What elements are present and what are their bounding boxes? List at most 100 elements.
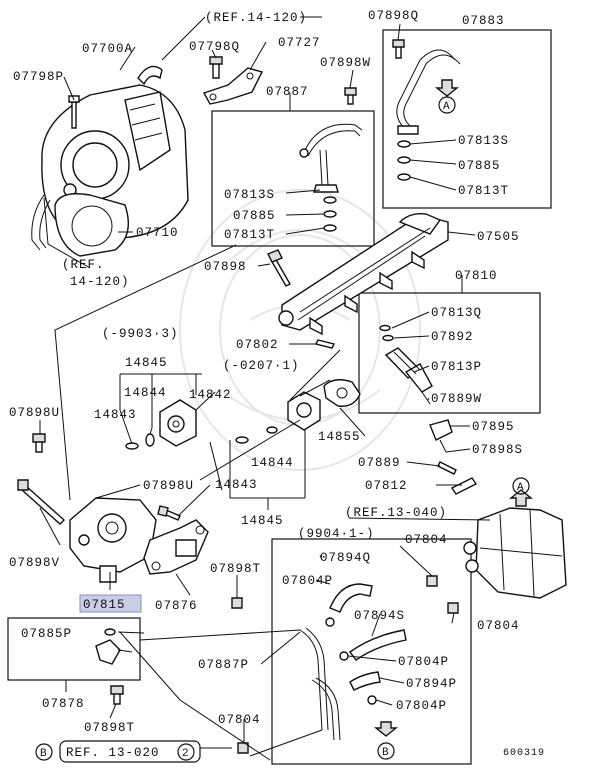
hose-07894S bbox=[349, 629, 407, 661]
hose-07700A bbox=[137, 65, 163, 86]
label-07804-c: 07804 bbox=[218, 713, 261, 727]
label-07887: 07887 bbox=[266, 85, 309, 99]
gasket-14855 bbox=[323, 379, 361, 407]
clamps-07804P bbox=[325, 617, 377, 705]
label-07815[interactable]: 07815 bbox=[83, 598, 126, 612]
fuel-pipe-07887 bbox=[299, 123, 363, 193]
label-14844-b: 14844 bbox=[251, 456, 294, 470]
label-range-9904: (9904·1-) bbox=[298, 527, 375, 541]
label-07887P: 07887P bbox=[198, 658, 249, 672]
box-07810 bbox=[358, 292, 541, 414]
bolt-07898V bbox=[17, 479, 66, 525]
label-range-9903: (-9903·3) bbox=[102, 327, 179, 341]
hose-07894P bbox=[349, 671, 381, 691]
label-07804-a: 07804 bbox=[405, 533, 448, 547]
label-07804-b: 07804 bbox=[477, 619, 520, 633]
circle-B-mid-label: B bbox=[382, 747, 389, 759]
hose-07894Q bbox=[329, 583, 373, 613]
label-07898U-b: 07898U bbox=[143, 479, 194, 493]
circle-B-left-label: B bbox=[40, 748, 47, 760]
label-07798Q: 07798Q bbox=[189, 40, 240, 54]
bolt-07898U-a bbox=[32, 433, 46, 453]
label-07710: 07710 bbox=[136, 226, 179, 240]
label-07813P: 07813P bbox=[431, 360, 482, 374]
circle-A-top-ring bbox=[438, 96, 456, 114]
label-07505: 07505 bbox=[477, 230, 520, 244]
label-07813T-a: 07813T bbox=[224, 228, 275, 242]
nut-07804-b bbox=[447, 602, 459, 614]
label-07804P-c: 07804P bbox=[396, 699, 447, 713]
label-ref-14-120-l1: (REF. bbox=[62, 258, 105, 272]
arrow-down-to-A-top bbox=[435, 79, 459, 97]
box-07887 bbox=[211, 110, 375, 247]
label-14842: 14842 bbox=[189, 388, 232, 402]
circle-A-mid-label: A bbox=[517, 482, 524, 494]
circle-B-left-ring bbox=[35, 743, 53, 761]
fuel-rail-07505 bbox=[278, 212, 449, 336]
washers-07883 bbox=[397, 140, 411, 181]
box-9904 bbox=[271, 538, 472, 765]
washers-07887 bbox=[323, 196, 337, 232]
label-07813S-a: 07813S bbox=[224, 188, 275, 202]
label-diagram-code: 600319 bbox=[503, 748, 545, 759]
label-07798P: 07798P bbox=[13, 70, 64, 84]
label-07885-b: 07885 bbox=[458, 159, 501, 173]
injector-07810 bbox=[379, 324, 433, 405]
label-14855: 14855 bbox=[318, 430, 361, 444]
nut-07804-a bbox=[426, 575, 438, 587]
label-07889W: 07889W bbox=[431, 392, 482, 406]
ref-13-020-box bbox=[59, 740, 201, 763]
label-07878: 07878 bbox=[42, 697, 85, 711]
o-ring-14844-top bbox=[145, 433, 155, 447]
vacuum-hose-left bbox=[31, 194, 51, 251]
bracket-14845-bottom bbox=[229, 420, 306, 510]
circle-A-mid-ring bbox=[512, 477, 530, 495]
harness-07878 bbox=[95, 628, 133, 665]
bracket-07727 bbox=[202, 67, 264, 105]
hose-07887P bbox=[299, 627, 341, 741]
circle-2-ring bbox=[177, 743, 195, 761]
sensor-07895 bbox=[429, 419, 453, 453]
label-07810: 07810 bbox=[455, 269, 498, 283]
highlight-07815 bbox=[79, 594, 142, 613]
label-07894Q: 07894Q bbox=[320, 551, 371, 565]
isc-valve-14842 bbox=[159, 399, 197, 447]
arrow-down-to-B bbox=[374, 721, 398, 737]
bracket-07876 bbox=[143, 519, 209, 575]
clip-07889 bbox=[437, 461, 457, 475]
circle-A-top-label: A bbox=[443, 101, 450, 113]
label-14844-top: 14844 bbox=[124, 386, 167, 400]
label-07812: 07812 bbox=[365, 479, 408, 493]
label-07898W: 07898W bbox=[320, 56, 371, 70]
label-07883: 07883 bbox=[462, 14, 505, 28]
bolt-07898 bbox=[267, 249, 291, 287]
label-07892: 07892 bbox=[431, 330, 474, 344]
bracket-07878 bbox=[65, 679, 120, 692]
label-07898Q: 07898Q bbox=[368, 9, 419, 23]
label-07802: 07802 bbox=[236, 338, 279, 352]
label-07804P-b: 07804P bbox=[398, 655, 449, 669]
actuator-07815 bbox=[69, 497, 157, 583]
label-07813T-b: 07813T bbox=[458, 184, 509, 198]
pin-07812 bbox=[450, 477, 478, 495]
label-07894S: 07894S bbox=[354, 609, 405, 623]
label-14843-b: 14843 bbox=[215, 478, 258, 492]
label-07895: 07895 bbox=[472, 420, 515, 434]
label-07898: 07898 bbox=[204, 260, 247, 274]
box-07883 bbox=[382, 29, 552, 209]
label-07727: 07727 bbox=[278, 36, 321, 50]
bolt-07898Q bbox=[392, 39, 405, 59]
pin-07802 bbox=[314, 339, 336, 349]
circle-2-label: 2 bbox=[182, 748, 189, 760]
bolt-07898T-b bbox=[110, 685, 124, 705]
label-14845-b: 14845 bbox=[241, 514, 284, 528]
label-14845-top: 14845 bbox=[125, 356, 168, 370]
label-07894P: 07894P bbox=[406, 677, 457, 691]
fuel-pipe-07883 bbox=[396, 49, 461, 135]
leader-lines bbox=[39, 16, 491, 761]
label-07885-a: 07885 bbox=[233, 209, 276, 223]
label-07700A: 07700A bbox=[82, 42, 133, 56]
label-07813Q: 07813Q bbox=[431, 306, 482, 320]
label-07876: 07876 bbox=[155, 599, 198, 613]
